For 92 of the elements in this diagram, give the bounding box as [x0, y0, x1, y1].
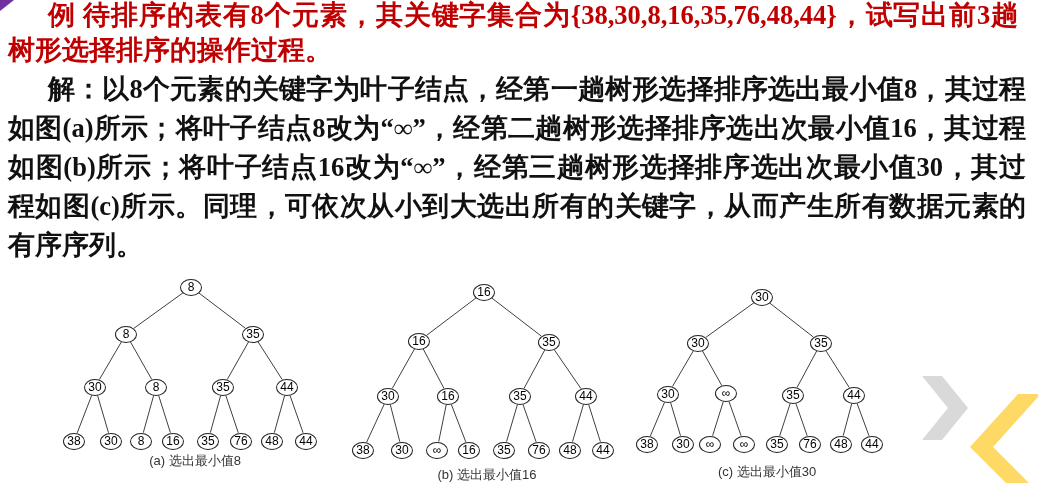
tree-edge: [506, 403, 518, 443]
solution-paragraph: 解：以8个元素的关键字为叶子结点，经第一趟树形选择排序选出最小值8，其过程如图(a)所示；将叶子结点8改为“∞”，经第二趟树形选择排序选出次最小值16，其过程如图(b)所示；将叶子结点16改为“∞”，经第三趟树形选择排序选出次最小值30，其过程如图(c)所示。同理，可依次从小到大选出所有的关键字，从而产生所有数据元素的有序序列。: [8, 73, 1026, 262]
tree-node-circle: 8: [130, 432, 152, 450]
tree-edge: [523, 349, 546, 389]
tree-node-circle: 30: [657, 385, 679, 403]
tree-edge: [672, 350, 694, 387]
tree-node-circle: 35: [782, 386, 804, 404]
tree-node-circle: 44: [592, 441, 614, 459]
tree-node-circle: ∞: [715, 384, 737, 402]
tree-node-circle: 16: [437, 387, 459, 405]
tree-node-circle: 35: [810, 334, 832, 352]
tree-edge: [728, 400, 742, 437]
tree-node-circle: 30: [751, 288, 773, 306]
tree-edge: [273, 394, 286, 434]
tree-edge: [649, 401, 666, 437]
tree-node-circle: 8: [115, 325, 137, 343]
tree-node-circle: 48: [261, 432, 283, 450]
tree-node-circle: 44: [276, 378, 298, 396]
tree-node-circle: 8: [180, 278, 202, 296]
tree-edge: [129, 341, 153, 380]
tree-edge: [142, 394, 155, 434]
tree-node-circle: 30: [672, 435, 694, 453]
tree-edge: [842, 402, 853, 437]
tree-node-circle: 35: [242, 325, 264, 343]
problem-statement: 例 待排序的表有8个元素，其关键字集合为{38,30,8,16,35,76,48,44}，试写出前3趟树形选择排序的操作过程。: [8, 0, 1018, 67]
tree-edge: [366, 403, 385, 443]
tree-node-circle: 16: [473, 283, 495, 301]
tree-edge: [796, 350, 818, 388]
tree-edge: [422, 348, 445, 389]
tree-node-circle: 35: [766, 435, 788, 453]
tree-node-circle: 48: [559, 441, 581, 459]
tree-edge: [825, 350, 850, 388]
tree-node-circle: 35: [212, 378, 234, 396]
tree-edge: [701, 350, 723, 386]
tree-node-circle: 76: [230, 432, 252, 450]
tree-node-circle: 16: [408, 332, 430, 350]
tree-edge: [426, 297, 477, 336]
tree-node-circle: 30: [377, 387, 399, 405]
tree-edge: [257, 341, 283, 380]
tree-edge: [76, 394, 93, 434]
tree-node-circle: 44: [861, 435, 883, 453]
tree-node-circle: 30: [391, 441, 413, 459]
tree-node-circle: 16: [162, 432, 184, 450]
tree-edge: [795, 402, 808, 437]
tree-node-circle: 8: [145, 378, 167, 396]
tree-edge: [769, 302, 814, 338]
tree-node-circle: 48: [830, 435, 852, 453]
tree-node-circle: 38: [636, 435, 658, 453]
tree-node-circle: 35: [197, 432, 219, 450]
tree-edge: [670, 401, 681, 437]
tree-node-circle: 44: [843, 386, 865, 404]
tree-edge: [856, 402, 870, 437]
tree-node-circle: ∞: [733, 435, 755, 453]
tree-edge: [225, 394, 239, 434]
tree-node-circle: 35: [538, 333, 560, 351]
tree-edge: [705, 302, 755, 338]
tree-node-circle: 30: [687, 334, 709, 352]
tree-edge: [450, 403, 467, 443]
tree-node-circle: 35: [493, 441, 515, 459]
figure-caption: (c) 选出最小值30: [717, 464, 817, 479]
tree-edge: [389, 403, 401, 443]
tree-edge: [209, 394, 222, 434]
tree-edge: [391, 348, 416, 389]
tree-edge: [226, 341, 250, 380]
tree-edge: [522, 403, 537, 443]
tree-edge: [133, 292, 184, 329]
tree-edge: [438, 403, 447, 443]
tree-edge: [99, 341, 122, 380]
tree-node-circle: 30: [100, 432, 122, 450]
tree-edge: [588, 403, 601, 443]
figure-caption: (b) 选出最小值16: [437, 467, 537, 482]
tree-node-circle: 44: [295, 432, 317, 450]
tree-node-circle: 38: [352, 441, 374, 459]
tree-node-circle: ∞: [699, 435, 721, 453]
tree-edge: [553, 349, 582, 389]
tree-node-circle: 76: [528, 441, 550, 459]
tree-node-circle: 44: [575, 387, 597, 405]
tree-edge: [712, 400, 724, 437]
tree-edge: [572, 403, 584, 443]
tree-edge: [491, 297, 542, 337]
tree-edge: [289, 394, 304, 434]
figure-caption: (a) 选出最小值8: [149, 453, 241, 468]
tree-node-circle: 30: [84, 378, 106, 396]
tree-edge: [779, 402, 791, 437]
tree-node-circle: 16: [458, 441, 480, 459]
tree-edge: [97, 394, 109, 434]
tree-node-circle: 76: [799, 435, 821, 453]
tree-edge: [158, 394, 171, 434]
tree-node-circle: 38: [63, 432, 85, 450]
tree-node-circle: ∞: [426, 441, 448, 459]
tree-node-circle: 35: [509, 387, 531, 405]
tree-edge: [198, 292, 246, 329]
